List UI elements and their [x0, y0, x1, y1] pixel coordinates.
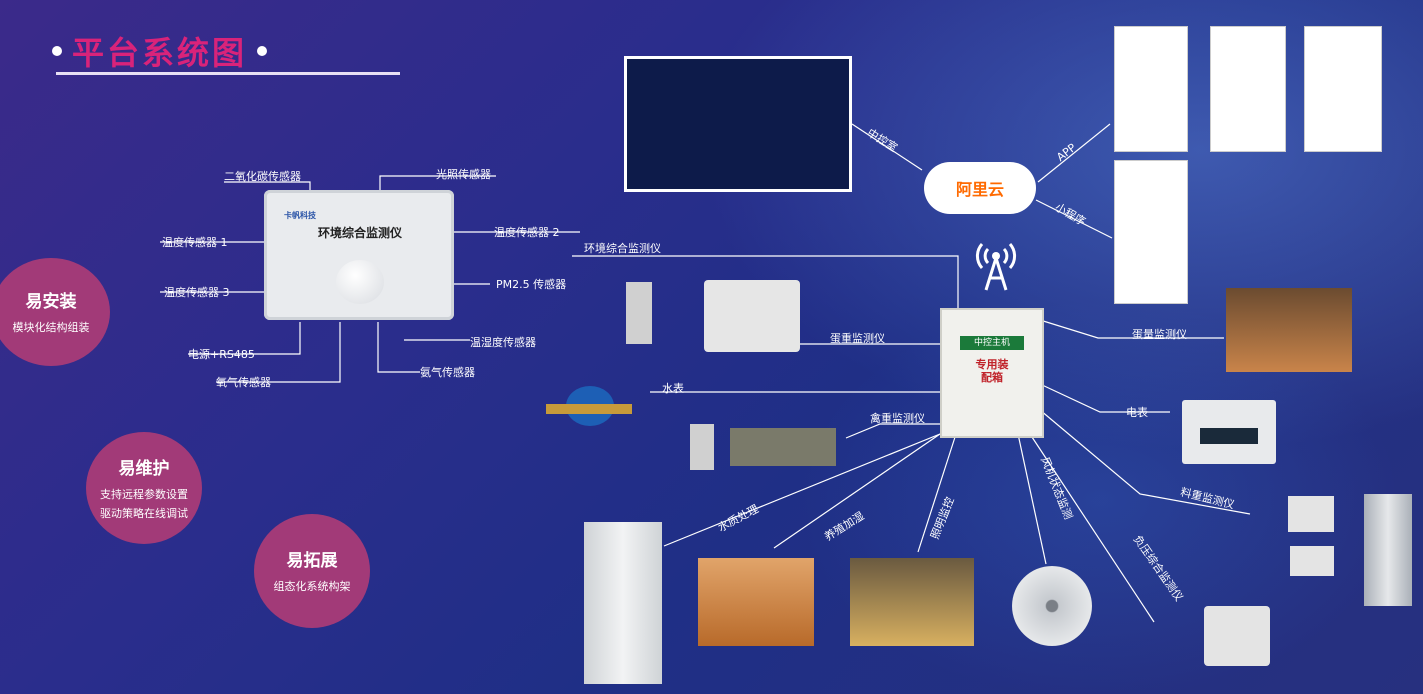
label-egg-weight: 蛋重监测仪	[830, 332, 885, 345]
feature-easy-expand: 易拓展 组态化系统构架	[254, 514, 370, 628]
feed-silo	[1364, 494, 1412, 606]
aliyun-cloud: 阿里云	[924, 162, 1036, 214]
environment-monitor-device: 卡帆科技 环境综合监测仪	[264, 190, 454, 320]
label-power-meter: 电表	[1126, 406, 1148, 419]
feature-text: 支持远程参数设置	[100, 487, 188, 501]
weighing-module	[626, 282, 652, 344]
control-room-screen	[624, 56, 852, 192]
label-oxygen: 氧气传感器	[216, 376, 271, 389]
label-bird-weight: 禽重监测仪	[870, 412, 925, 425]
page-title: 平台系统图	[52, 28, 268, 74]
cloud-label: 阿里云	[955, 180, 1004, 199]
label-pm25: PM2.5 传感器	[496, 278, 567, 291]
scale-device	[704, 280, 800, 352]
app-screenshot-2	[1210, 26, 1286, 152]
mini-program-screenshot	[1114, 160, 1188, 304]
label-power: 电源+RS485	[188, 348, 255, 361]
label-egg-count: 蛋量监测仪	[1132, 328, 1187, 341]
feature-heading: 易维护	[118, 458, 170, 479]
label-temp3: 温度传感器 3	[164, 286, 230, 299]
feature-heading: 易拓展	[286, 551, 338, 571]
bird-scale	[730, 428, 836, 466]
title-underline	[56, 72, 400, 75]
label-ammonia: 氨气传感器	[420, 366, 475, 379]
central-host-cabinet: 中控主机 专用装配箱	[940, 308, 1044, 438]
power-meter-device	[1182, 400, 1276, 464]
label-humid: 温湿度传感器	[470, 336, 536, 349]
label-co2: 二氧化碳传感器	[224, 170, 301, 183]
label-temp1: 温度传感器 1	[162, 236, 228, 249]
lighting-photo	[850, 558, 974, 646]
app-screenshot-3	[1304, 26, 1382, 152]
label-light: 光照传感器	[436, 168, 491, 181]
fan-device	[1012, 560, 1098, 656]
host-red-label: 专用装配箱	[975, 358, 1009, 384]
feature-text: 模块化结构组装	[12, 321, 90, 334]
app-screenshot-1	[1114, 26, 1188, 152]
feature-heading: 易安装	[25, 292, 77, 312]
water-meter-device	[546, 368, 632, 438]
feature-easy-install: 易安装 模块化结构组装	[0, 258, 110, 366]
negative-pressure-device	[1204, 606, 1270, 666]
device-name: 环境综合监测仪	[318, 226, 403, 240]
host-header: 中控主机	[960, 336, 1024, 350]
bird-weight-module	[690, 424, 714, 470]
feed-sensor-2	[1290, 546, 1334, 576]
label-water-meter: 水表	[662, 382, 684, 395]
bullet-left	[52, 46, 62, 56]
wireless-antenna-icon	[975, 243, 1017, 291]
label-temp2: 温度传感器 2	[494, 226, 560, 239]
egg-conveyor-photo	[1226, 288, 1352, 372]
feed-sensor-1	[1288, 496, 1334, 532]
light-sensor-dome	[336, 260, 384, 304]
title-text: 平台系统图	[72, 34, 248, 72]
water-treatment-device	[584, 522, 662, 684]
feature-text: 组态化系统构架	[273, 580, 351, 593]
feature-text: 驱动策略在线调试	[100, 506, 188, 520]
label-env-monitor: 环境综合监测仪	[584, 242, 661, 255]
humidify-photo	[698, 558, 814, 646]
feature-easy-maintain: 易维护 支持远程参数设置 驱动策略在线调试	[86, 432, 202, 544]
device-brand: 卡帆科技	[284, 211, 316, 220]
bullet-right	[257, 46, 268, 56]
